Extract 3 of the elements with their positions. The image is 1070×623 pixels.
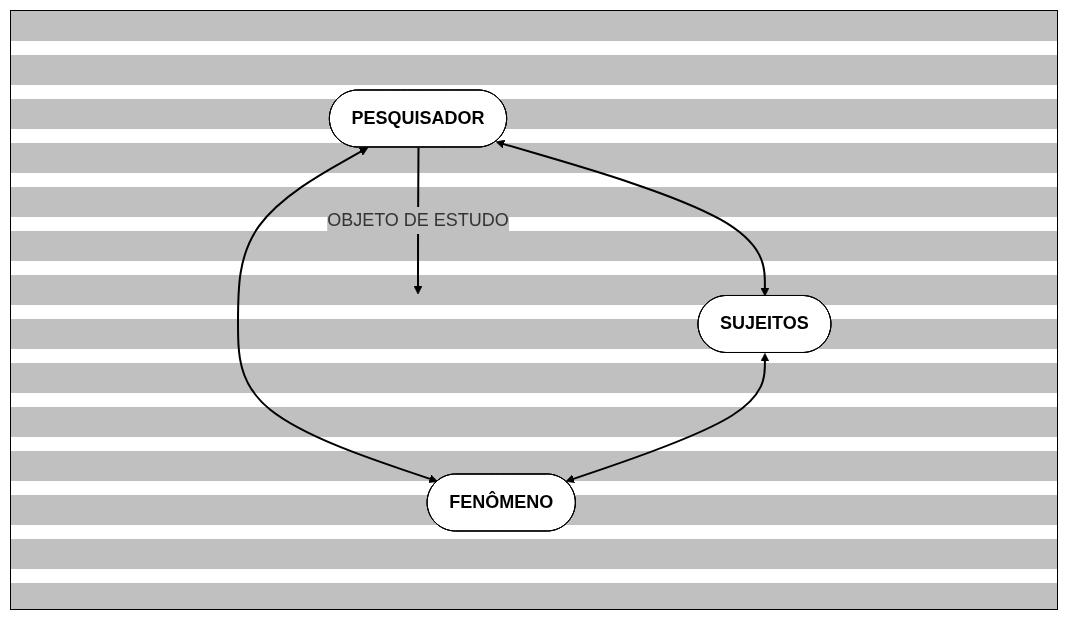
- arrow: [495, 139, 769, 296]
- arrow: [565, 352, 769, 483]
- edge-label: OBJETO DE ESTUDO: [326, 209, 509, 230]
